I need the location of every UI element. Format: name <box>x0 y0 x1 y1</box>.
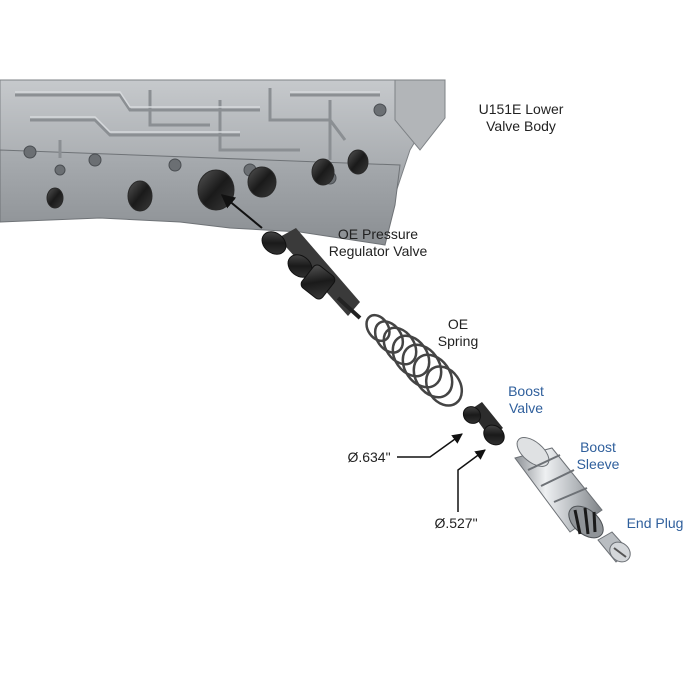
dimension-634-label: Ø.634" <box>347 449 391 465</box>
end-plug-label: End Plug <box>626 515 684 531</box>
oe-spring-label: OE Spring <box>437 316 479 349</box>
insertion-arrow <box>220 194 263 229</box>
pressure-regulator-label: OE Pressure Regulator Valve <box>328 226 428 259</box>
boost-sleeve-label: Boost Sleeve <box>576 439 620 472</box>
valve-body-title: U151E Lower Valve Body <box>478 101 564 134</box>
end-plug-part <box>597 531 631 563</box>
oe-pressure-regulator-valve <box>261 228 362 320</box>
lower-valve-body <box>0 79 446 246</box>
boost-valve-part <box>462 402 505 446</box>
dimension-527-label: Ø.527" <box>434 515 478 531</box>
boost-valve-label: Boost Valve <box>508 383 544 416</box>
boost-sleeve-part <box>514 437 604 539</box>
leader-527 <box>457 449 486 512</box>
oe-spring <box>365 313 464 407</box>
leader-634 <box>397 433 463 458</box>
